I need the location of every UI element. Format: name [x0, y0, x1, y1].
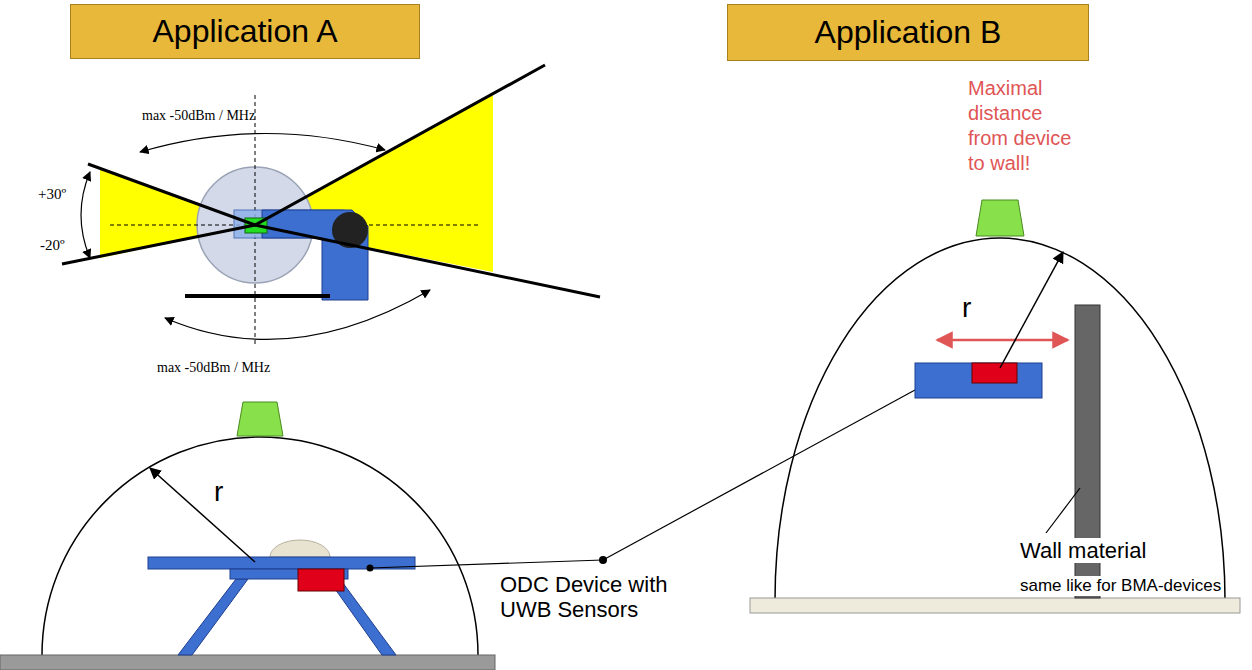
distance-note: Maximal distance from device to wall! — [968, 76, 1088, 176]
antenna — [976, 200, 1024, 236]
leader-line — [603, 378, 937, 560]
angle-arc — [140, 133, 385, 152]
title-box: Application B — [727, 4, 1089, 61]
wall-note: same like for BMA-devices — [1018, 576, 1223, 596]
leader-dot — [599, 556, 607, 564]
wall-label: Wall material — [1018, 538, 1148, 563]
angle-value: +30º — [38, 186, 66, 203]
angle-value: -20º — [40, 237, 65, 254]
uwb-sensor — [298, 569, 344, 591]
leader-line — [1046, 488, 1080, 533]
measurement-dome — [775, 238, 1225, 600]
radius-arrow — [1000, 252, 1063, 368]
base-line — [185, 294, 330, 298]
measurement-dome — [42, 437, 478, 655]
angle-arc — [81, 172, 90, 258]
radius-arrow — [150, 468, 255, 562]
device-arm — [262, 210, 368, 300]
beam-edge — [62, 65, 545, 264]
angle-arc — [165, 290, 430, 339]
radius-label: r — [214, 476, 223, 508]
leader-line — [370, 560, 603, 568]
odc-device — [915, 363, 1042, 398]
distance-arrow — [937, 339, 1068, 342]
leader-dot — [367, 565, 374, 572]
uwb-sensor — [972, 363, 1017, 383]
device-label: ODC Device with UWB Sensors — [500, 572, 695, 623]
table-top — [148, 557, 415, 569]
ground — [0, 655, 495, 670]
ground — [750, 598, 1240, 613]
antenna — [237, 402, 283, 436]
phantom — [270, 540, 330, 557]
table-leg — [178, 579, 248, 655]
title-text: Application B — [815, 14, 1002, 51]
power-limit: max -50dBm / MHz — [157, 360, 270, 376]
radius-label: r — [962, 292, 971, 324]
beam-edge — [88, 164, 600, 297]
power-limit: max -50dBm / MHz — [142, 108, 255, 124]
title-box: Application A — [70, 4, 420, 59]
title-text: Application A — [152, 13, 337, 50]
